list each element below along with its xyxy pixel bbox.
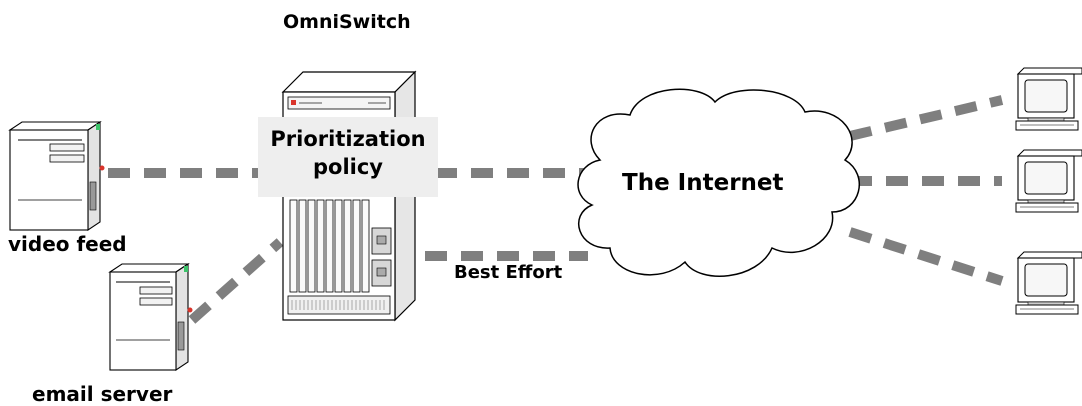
policy-label: Prioritization policy: [270, 127, 426, 179]
desktop-computer-icon: [1015, 67, 1082, 131]
switch-label: OmniSwitch: [283, 11, 411, 33]
best-effort-label: Best Effort: [454, 262, 563, 283]
internet-label: The Internet: [622, 170, 784, 196]
link-internet-to-client-3: [848, 227, 1004, 286]
video-feed-label: video feed: [8, 232, 127, 256]
email-server-label: email server: [32, 382, 173, 406]
link-internet-to-client-1: [848, 95, 1004, 141]
link-email-to-switch: [188, 238, 284, 324]
tower-server-icon: [108, 262, 193, 372]
desktop-computer-icon: [1015, 251, 1082, 315]
policy-box: [258, 117, 438, 197]
tower-server-icon: [8, 120, 105, 232]
cloud-icon: [577, 88, 861, 277]
desktop-computer-icon: [1015, 149, 1082, 213]
